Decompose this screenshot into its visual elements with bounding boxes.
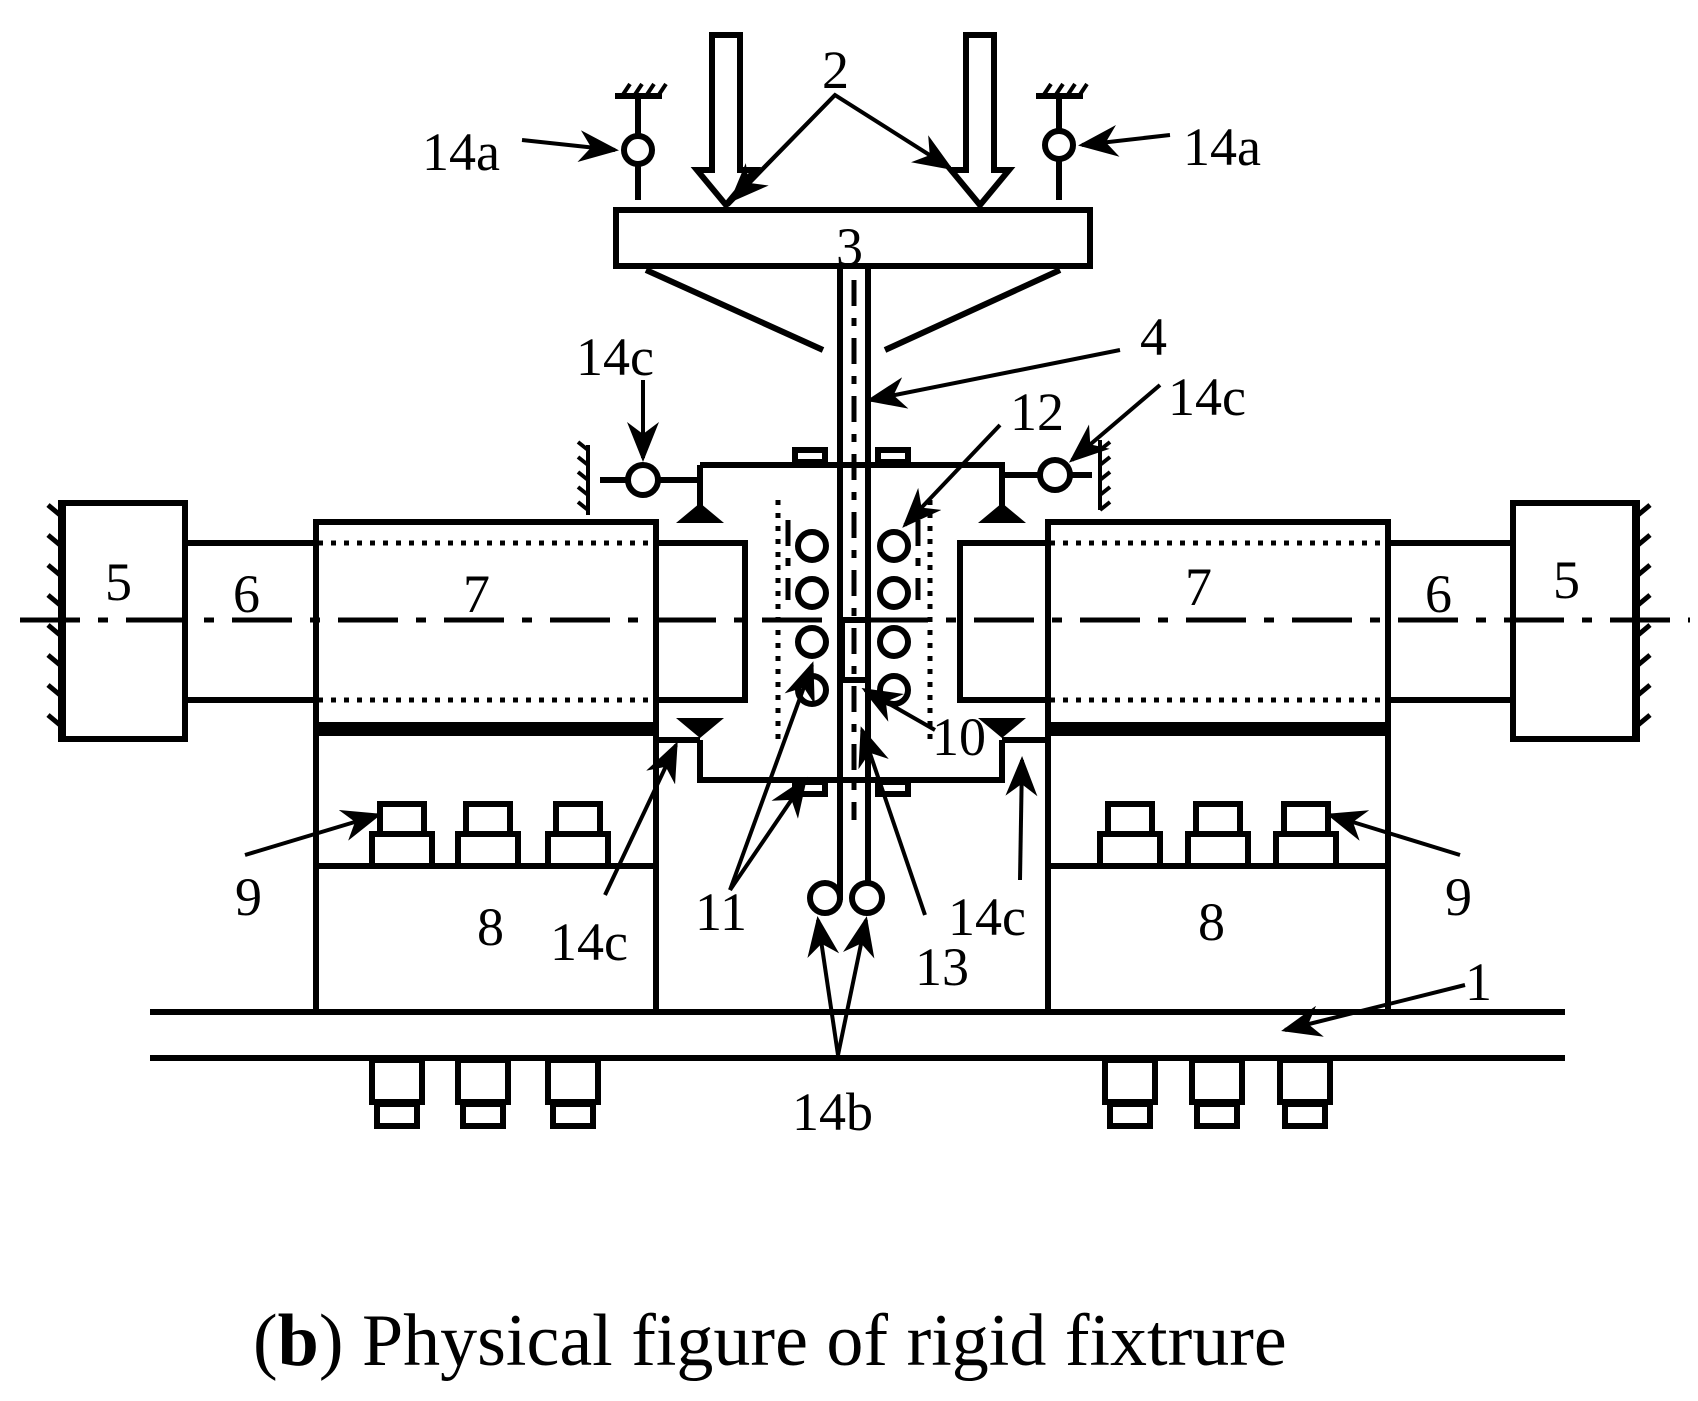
label-9-left: 9 bbox=[235, 867, 262, 927]
constraint-14c-top-left bbox=[576, 440, 700, 515]
caption-letter: b bbox=[278, 1300, 319, 1382]
constraint-14b bbox=[807, 880, 885, 916]
label-14c-bottom-left: 14c bbox=[550, 912, 628, 972]
label-1: 1 bbox=[1465, 952, 1492, 1012]
label-5-left: 5 bbox=[105, 552, 132, 612]
pressing-plate-3 bbox=[613, 207, 1093, 353]
label-14c-top-right: 14c bbox=[1168, 367, 1246, 427]
caption-text: Physical figure of rigid fixtrure bbox=[343, 1300, 1286, 1382]
constraint-14c-top-right bbox=[1002, 440, 1112, 512]
label-14b: 14b bbox=[792, 1082, 873, 1142]
label-6-left: 6 bbox=[233, 564, 260, 624]
label-10: 10 bbox=[932, 707, 986, 767]
right-shaft-6 bbox=[1388, 540, 1513, 703]
label-4: 4 bbox=[1140, 307, 1167, 367]
right-block-7 bbox=[1045, 519, 1391, 736]
label-7-right: 7 bbox=[1185, 557, 1212, 617]
left-shaft-6 bbox=[185, 540, 316, 703]
labels: 2 14a 14a 3 4 14c 12 14c 5 6 7 7 6 5 10 … bbox=[105, 40, 1580, 1142]
label-9-right: 9 bbox=[1445, 867, 1472, 927]
label-11: 11 bbox=[695, 882, 747, 942]
constraint-14a-right bbox=[1036, 82, 1089, 200]
base-plate bbox=[150, 1009, 1565, 1061]
label-13: 13 bbox=[915, 937, 969, 997]
label-5-right: 5 bbox=[1553, 550, 1580, 610]
label-14a-left: 14a bbox=[422, 122, 500, 182]
load-arrow-right bbox=[944, 32, 1016, 210]
left-block-7 bbox=[313, 519, 659, 736]
right-bolts-9 bbox=[1097, 801, 1339, 869]
label-14c-top-left: 14c bbox=[576, 327, 654, 387]
label-8-left: 8 bbox=[477, 897, 504, 957]
label-8-right: 8 bbox=[1198, 892, 1225, 952]
left-bolts-9 bbox=[369, 801, 611, 869]
label-7-left: 7 bbox=[463, 564, 490, 624]
label-12: 12 bbox=[1010, 382, 1064, 442]
label-3: 3 bbox=[836, 217, 863, 277]
leader-lines bbox=[244, 92, 1466, 1056]
label-6-right: 6 bbox=[1425, 564, 1452, 624]
specimen-4 bbox=[837, 268, 871, 900]
constraint-14a-left bbox=[615, 82, 668, 200]
right-support-8 bbox=[1045, 730, 1391, 1015]
load-arrow-left bbox=[690, 32, 762, 210]
label-14a-right: 14a bbox=[1183, 117, 1261, 177]
label-2: 2 bbox=[822, 40, 849, 100]
figure-caption: (b) Physical figure of rigid fixtrure bbox=[253, 1300, 1287, 1382]
base-bolts bbox=[369, 1057, 1333, 1129]
center-clamp-body bbox=[656, 462, 1048, 783]
label-14c-bottom-right: 14c bbox=[948, 887, 1026, 947]
